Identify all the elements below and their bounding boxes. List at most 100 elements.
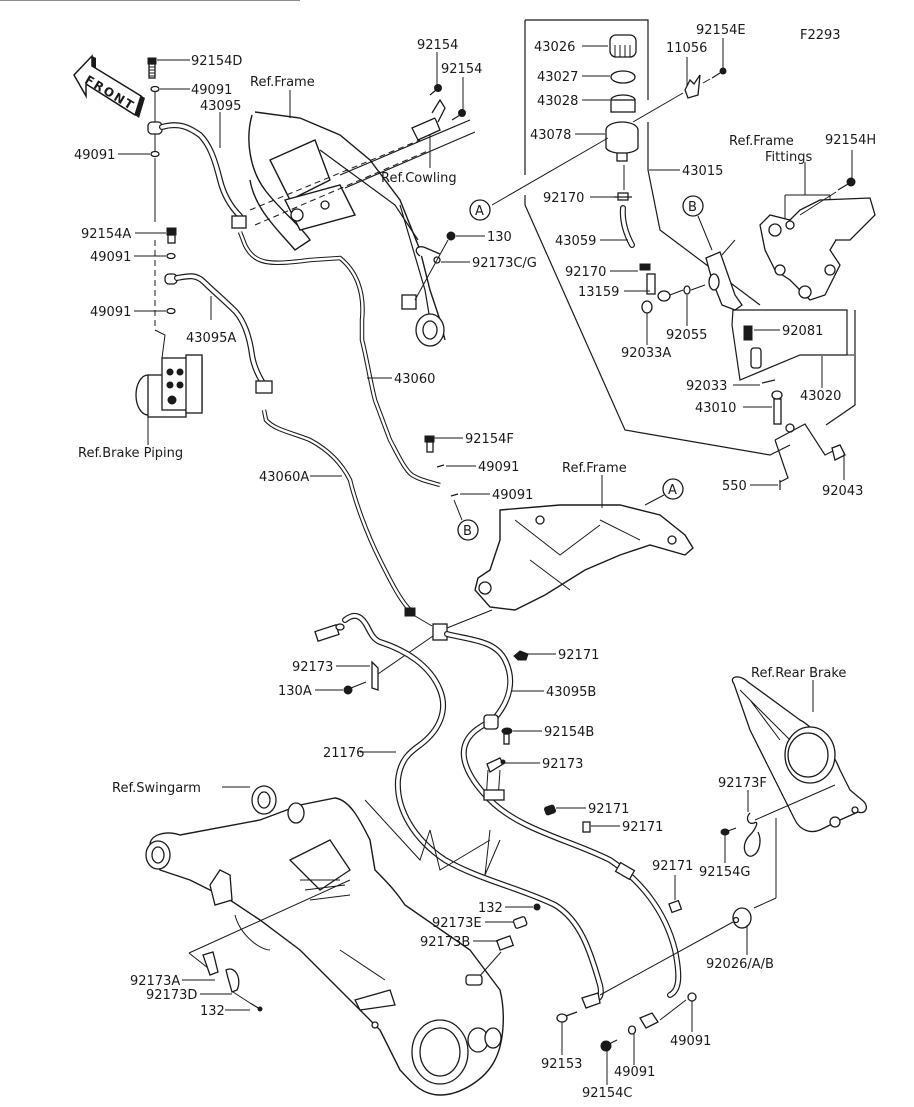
- label-92154E: 92154E: [696, 23, 746, 38]
- label-92154B: 92154B: [544, 725, 594, 740]
- sensor-connector-icon: [314, 623, 345, 642]
- frame-fittings-icon: [759, 197, 876, 301]
- bolt-130A-icon: [343, 681, 367, 695]
- clamp-92173D-icon: [225, 968, 240, 993]
- grommet-icon: [483, 714, 499, 730]
- label-92173E: 92173E: [432, 916, 482, 931]
- group-bracket-43020: [731, 309, 848, 381]
- label-43020: 43020: [800, 389, 841, 404]
- label-92154D: 92154D: [191, 54, 242, 69]
- clip-92173F-icon: [743, 812, 761, 857]
- bracket-92173-icon: [371, 660, 379, 691]
- bolt-92154B-icon: [501, 727, 513, 745]
- nut-130-icon: [446, 231, 456, 241]
- washer-49091-icon: [150, 150, 160, 158]
- label-92153: 92153: [541, 1057, 582, 1072]
- ref-b-label: B: [463, 524, 472, 539]
- washer-49091-icon: [166, 307, 176, 315]
- label-92171-1: 92171: [558, 648, 599, 663]
- bolt-92154F-icon: [424, 435, 435, 453]
- frame-section-mid-icon: [474, 504, 694, 611]
- label-43095A: 43095A: [186, 331, 236, 346]
- label-92173F: 92173F: [718, 776, 767, 791]
- clip-92170-icon: [639, 263, 651, 271]
- label-92154A: 92154A: [81, 227, 131, 242]
- label-130A: 130A: [278, 684, 312, 699]
- ref-circle-b: [457, 519, 479, 541]
- label-92170-2: 92170: [565, 265, 606, 280]
- label-92173-2: 92173: [542, 757, 583, 772]
- rear-brake-caliper-bracket-icon: [731, 676, 868, 833]
- washer-49091-icon: [166, 252, 176, 260]
- hose-joint-icon: [255, 380, 273, 394]
- swingarm-icon: [145, 785, 504, 1096]
- piston-icon: [750, 347, 762, 369]
- label-43026: 43026: [534, 40, 575, 55]
- ref-circle-a-mid: [662, 478, 684, 500]
- ref-a-label-top: A: [475, 204, 484, 219]
- label-92173D: 92173D: [146, 988, 197, 1003]
- label-43015: 43015: [682, 164, 723, 179]
- pin-92043-icon: [831, 444, 846, 461]
- label-ref-cowling: Ref.Cowling: [381, 171, 457, 186]
- o-ring-92033A-icon: [641, 300, 653, 314]
- clamp-92173B-icon: [495, 935, 515, 951]
- spring-92081-icon: [743, 325, 753, 341]
- label-92154C: 92154C: [582, 1086, 632, 1101]
- clip-92171-icon: [543, 804, 557, 816]
- label-92154-1: 92154: [417, 38, 458, 53]
- bolt-92154E-icon: [711, 67, 727, 79]
- diaphragm-43028-icon: [610, 94, 636, 113]
- clamp-92173E-icon: [512, 916, 528, 929]
- fitting-13159-icon: [646, 273, 671, 302]
- sensor-bracket-icon: [581, 992, 601, 1009]
- washer-49091-icon: [436, 464, 445, 468]
- hose-clamp-icon: [483, 789, 505, 801]
- label-49091-b2: 49091: [614, 1065, 655, 1080]
- reservoir-43078-icon: [605, 121, 639, 162]
- label-92173A: 92173A: [130, 974, 180, 989]
- push-rod-43010-icon: [771, 390, 795, 433]
- label-11056: 11056: [666, 41, 707, 56]
- label-ref-brake-piping: Ref.Brake Piping: [78, 446, 183, 461]
- bolt-92154A-icon: [166, 227, 177, 244]
- label-ref-swingarm: Ref.Swingarm: [112, 781, 201, 796]
- clamp-92026AB-icon: [732, 907, 752, 929]
- label-132-2: 132: [200, 1004, 225, 1019]
- bolt-92154-icon: [451, 109, 466, 121]
- clip-92171-icon: [513, 650, 529, 661]
- label-21176: 21176: [323, 746, 364, 761]
- diaphragm-plate-43027-icon: [610, 70, 636, 84]
- label-92033: 92033: [686, 379, 727, 394]
- bolt-132-icon: [533, 903, 541, 911]
- front-arrow-icon: FRONT: [73, 54, 145, 118]
- label-43028: 43028: [537, 94, 578, 109]
- label-49091-mid1: 49091: [90, 250, 131, 265]
- label-43010: 43010: [695, 401, 736, 416]
- label-92055: 92055: [666, 328, 707, 343]
- label-43078: 43078: [530, 128, 571, 143]
- o-ring-92055-icon: [683, 285, 691, 295]
- label-92154H: 92154H: [825, 133, 876, 148]
- label-ref-rear-brake: Ref.Rear Brake: [751, 666, 846, 681]
- bolt-132-icon: [249, 1002, 263, 1012]
- bolt-92153-icon: [556, 1011, 578, 1023]
- label-92154F: 92154F: [465, 432, 514, 447]
- label-92043: 92043: [822, 484, 863, 499]
- label-49091-top2: 49091: [74, 148, 115, 163]
- clip-92170-icon: [614, 192, 632, 201]
- label-130: 130: [487, 230, 512, 245]
- label-43027: 43027: [537, 70, 578, 85]
- ref-b-label-top: B: [688, 200, 697, 215]
- reservoir-cap-43026-icon: [609, 34, 637, 58]
- group-bracket-43015: [525, 19, 649, 100]
- bolt-92154D-icon: [147, 57, 157, 79]
- cowling-bracket-icon: [411, 98, 446, 141]
- label-49091-f1: 49091: [478, 460, 519, 475]
- label-132-1: 132: [478, 901, 503, 916]
- bolt-92154G-icon: [720, 827, 737, 836]
- label-92173: 92173: [292, 660, 333, 675]
- label-92033A: 92033A: [621, 346, 671, 361]
- label-ref-frame-top: Ref.Frame: [250, 75, 315, 90]
